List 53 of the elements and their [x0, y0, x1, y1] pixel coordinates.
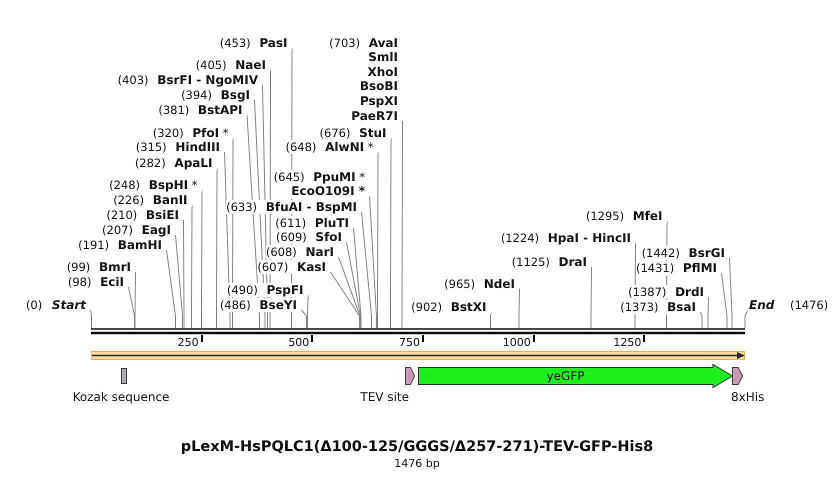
- scale-label: 750: [399, 336, 420, 349]
- scale-label: 1000: [502, 336, 531, 349]
- enzyme-label: (490) PspFI: [226, 282, 308, 298]
- leader-line: [90, 310, 92, 328]
- scale-label: 500: [288, 336, 310, 349]
- diagram-title: pLexM-HsPQLC1(Δ100-125/GGGS/Δ257-271)-TEV-GFP-His8: [180, 439, 654, 456]
- scale-label: 1250: [613, 336, 642, 349]
- sequence-feature: [405, 367, 415, 385]
- leader-line: [128, 286, 135, 328]
- leader-line: [744, 310, 748, 328]
- leader-line: [708, 296, 709, 328]
- leader-line: [216, 168, 218, 328]
- leader-line: [183, 220, 184, 328]
- enzyme-label: (1387) DrdI: [628, 284, 708, 300]
- leader-line: [729, 258, 732, 328]
- scale-label: 250: [178, 336, 199, 349]
- leader-line: [301, 310, 307, 328]
- leader-line: [390, 138, 392, 328]
- enzyme-label: (965) NdeI: [444, 276, 519, 292]
- leader-line: [490, 312, 492, 328]
- leader-line: [166, 250, 176, 328]
- leader-line: [307, 294, 308, 328]
- enzyme-label: (99) BmrI: [66, 260, 135, 274]
- enzyme-label: (902) BstXI: [411, 300, 490, 314]
- enzyme-label: (1224) HpaI - HincII: [500, 231, 635, 246]
- leader-line: [369, 196, 377, 328]
- orf-feature-band: [91, 351, 745, 360]
- leader-line: [518, 288, 520, 328]
- sequence-feature: [418, 364, 733, 388]
- feature-label: Kozak sequence: [72, 390, 170, 404]
- leader-line: [191, 204, 192, 328]
- leader-line: [721, 273, 728, 328]
- leader-line: [700, 312, 702, 328]
- leader-line: [134, 272, 136, 328]
- leader-line: [353, 228, 362, 328]
- enzyme-label: (1125) DraI: [512, 254, 591, 270]
- feature-label: TEV site: [360, 390, 409, 404]
- leader-line: [377, 152, 378, 328]
- sequence-feature: [732, 367, 743, 385]
- sequence-end-label: End (1476): [748, 298, 828, 312]
- sequence-feature: [120, 368, 126, 384]
- feature-label: 8xHis: [731, 390, 764, 404]
- leader-line: [201, 190, 202, 328]
- leader-line: [346, 242, 361, 328]
- leader-line: [361, 212, 372, 328]
- leader-line: [402, 120, 403, 328]
- leader-line: [175, 234, 183, 328]
- dna-backbone: [91, 328, 745, 335]
- leader-line: [330, 272, 360, 328]
- feature-label: yeGFP: [546, 369, 584, 383]
- sequence-length-caption: 1476 bp: [394, 457, 440, 470]
- leader-line: [590, 266, 592, 328]
- leader-line: [338, 256, 360, 328]
